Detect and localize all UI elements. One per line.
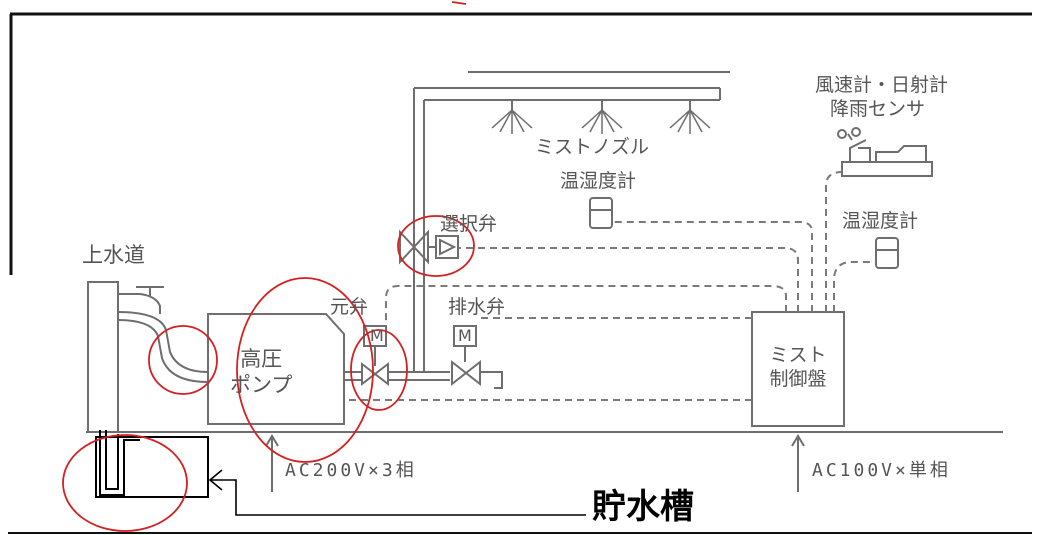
annotation-circle-tank bbox=[62, 434, 188, 532]
source-valve-body bbox=[361, 361, 389, 387]
annotation-mark-top bbox=[451, 1, 467, 5]
storage-tank-label: 貯水槽 bbox=[592, 487, 694, 527]
drain-valve-label: 排水弁 bbox=[448, 296, 506, 318]
signal-line-hygrometer-2 bbox=[833, 261, 876, 312]
power-1phase-label: AC100V×単相 bbox=[812, 460, 951, 481]
nozzle-3 bbox=[669, 100, 711, 134]
signal-line-selection-valve bbox=[458, 247, 799, 312]
selection-valve-label: 選択弁 bbox=[440, 213, 498, 235]
nozzle-1 bbox=[491, 100, 533, 134]
source-valve-label: 元弁 bbox=[330, 296, 369, 318]
sensors-label-line2: 降雨センサ bbox=[830, 98, 926, 120]
annotation-circle-selection-valve bbox=[397, 215, 475, 277]
storage-tank-pipe bbox=[99, 430, 140, 496]
nozzle-2 bbox=[581, 100, 623, 134]
power-arrow-controller bbox=[791, 434, 805, 492]
storage-tank-callout bbox=[208, 469, 586, 516]
power-3phase-label: AC200V×3相 bbox=[285, 460, 417, 481]
drain-valve-body bbox=[451, 359, 481, 387]
sensors-label-line1: 風速計・日射計 bbox=[815, 74, 949, 96]
water-supply-label: 上水道 bbox=[82, 243, 145, 267]
source-valve-motor-symbol: M bbox=[370, 326, 384, 345]
power-arrow-pump bbox=[265, 434, 279, 492]
drain-valve-motor-symbol: M bbox=[458, 326, 472, 345]
weather-sensor-icon bbox=[837, 127, 933, 177]
supply-pipe-inner bbox=[117, 319, 209, 383]
supply-pipe bbox=[117, 311, 209, 373]
selection-valve-actuator-mark bbox=[439, 238, 457, 256]
water-supply-column bbox=[87, 281, 119, 433]
storage-tank-pipe-inner bbox=[105, 430, 119, 490]
signal-line-hygrometer-1 bbox=[612, 221, 813, 312]
faucet-icon bbox=[118, 286, 164, 314]
pump-label: 高圧 ポンプ bbox=[230, 347, 293, 398]
hygrometer-2-label: 温湿度計 bbox=[842, 210, 919, 232]
hygrometer-1-icon bbox=[589, 197, 613, 229]
drain-outlet bbox=[480, 371, 503, 389]
mist-nozzle-label: ミストノズル bbox=[535, 136, 650, 158]
annotation-circle-supply-pipe bbox=[148, 325, 218, 395]
selection-valve-body bbox=[399, 229, 429, 265]
hygrometer-2-icon bbox=[875, 237, 899, 269]
controller-label: ミスト 制御盤 bbox=[769, 344, 827, 390]
hygrometer-1-label: 温湿度計 bbox=[560, 170, 637, 192]
annotation-circle-pump bbox=[236, 277, 374, 463]
signal-line-source-valve bbox=[385, 285, 787, 326]
annotation-circle-source-valve bbox=[350, 329, 408, 411]
signal-line-sensor bbox=[825, 171, 843, 312]
storage-tank-box bbox=[95, 436, 209, 498]
